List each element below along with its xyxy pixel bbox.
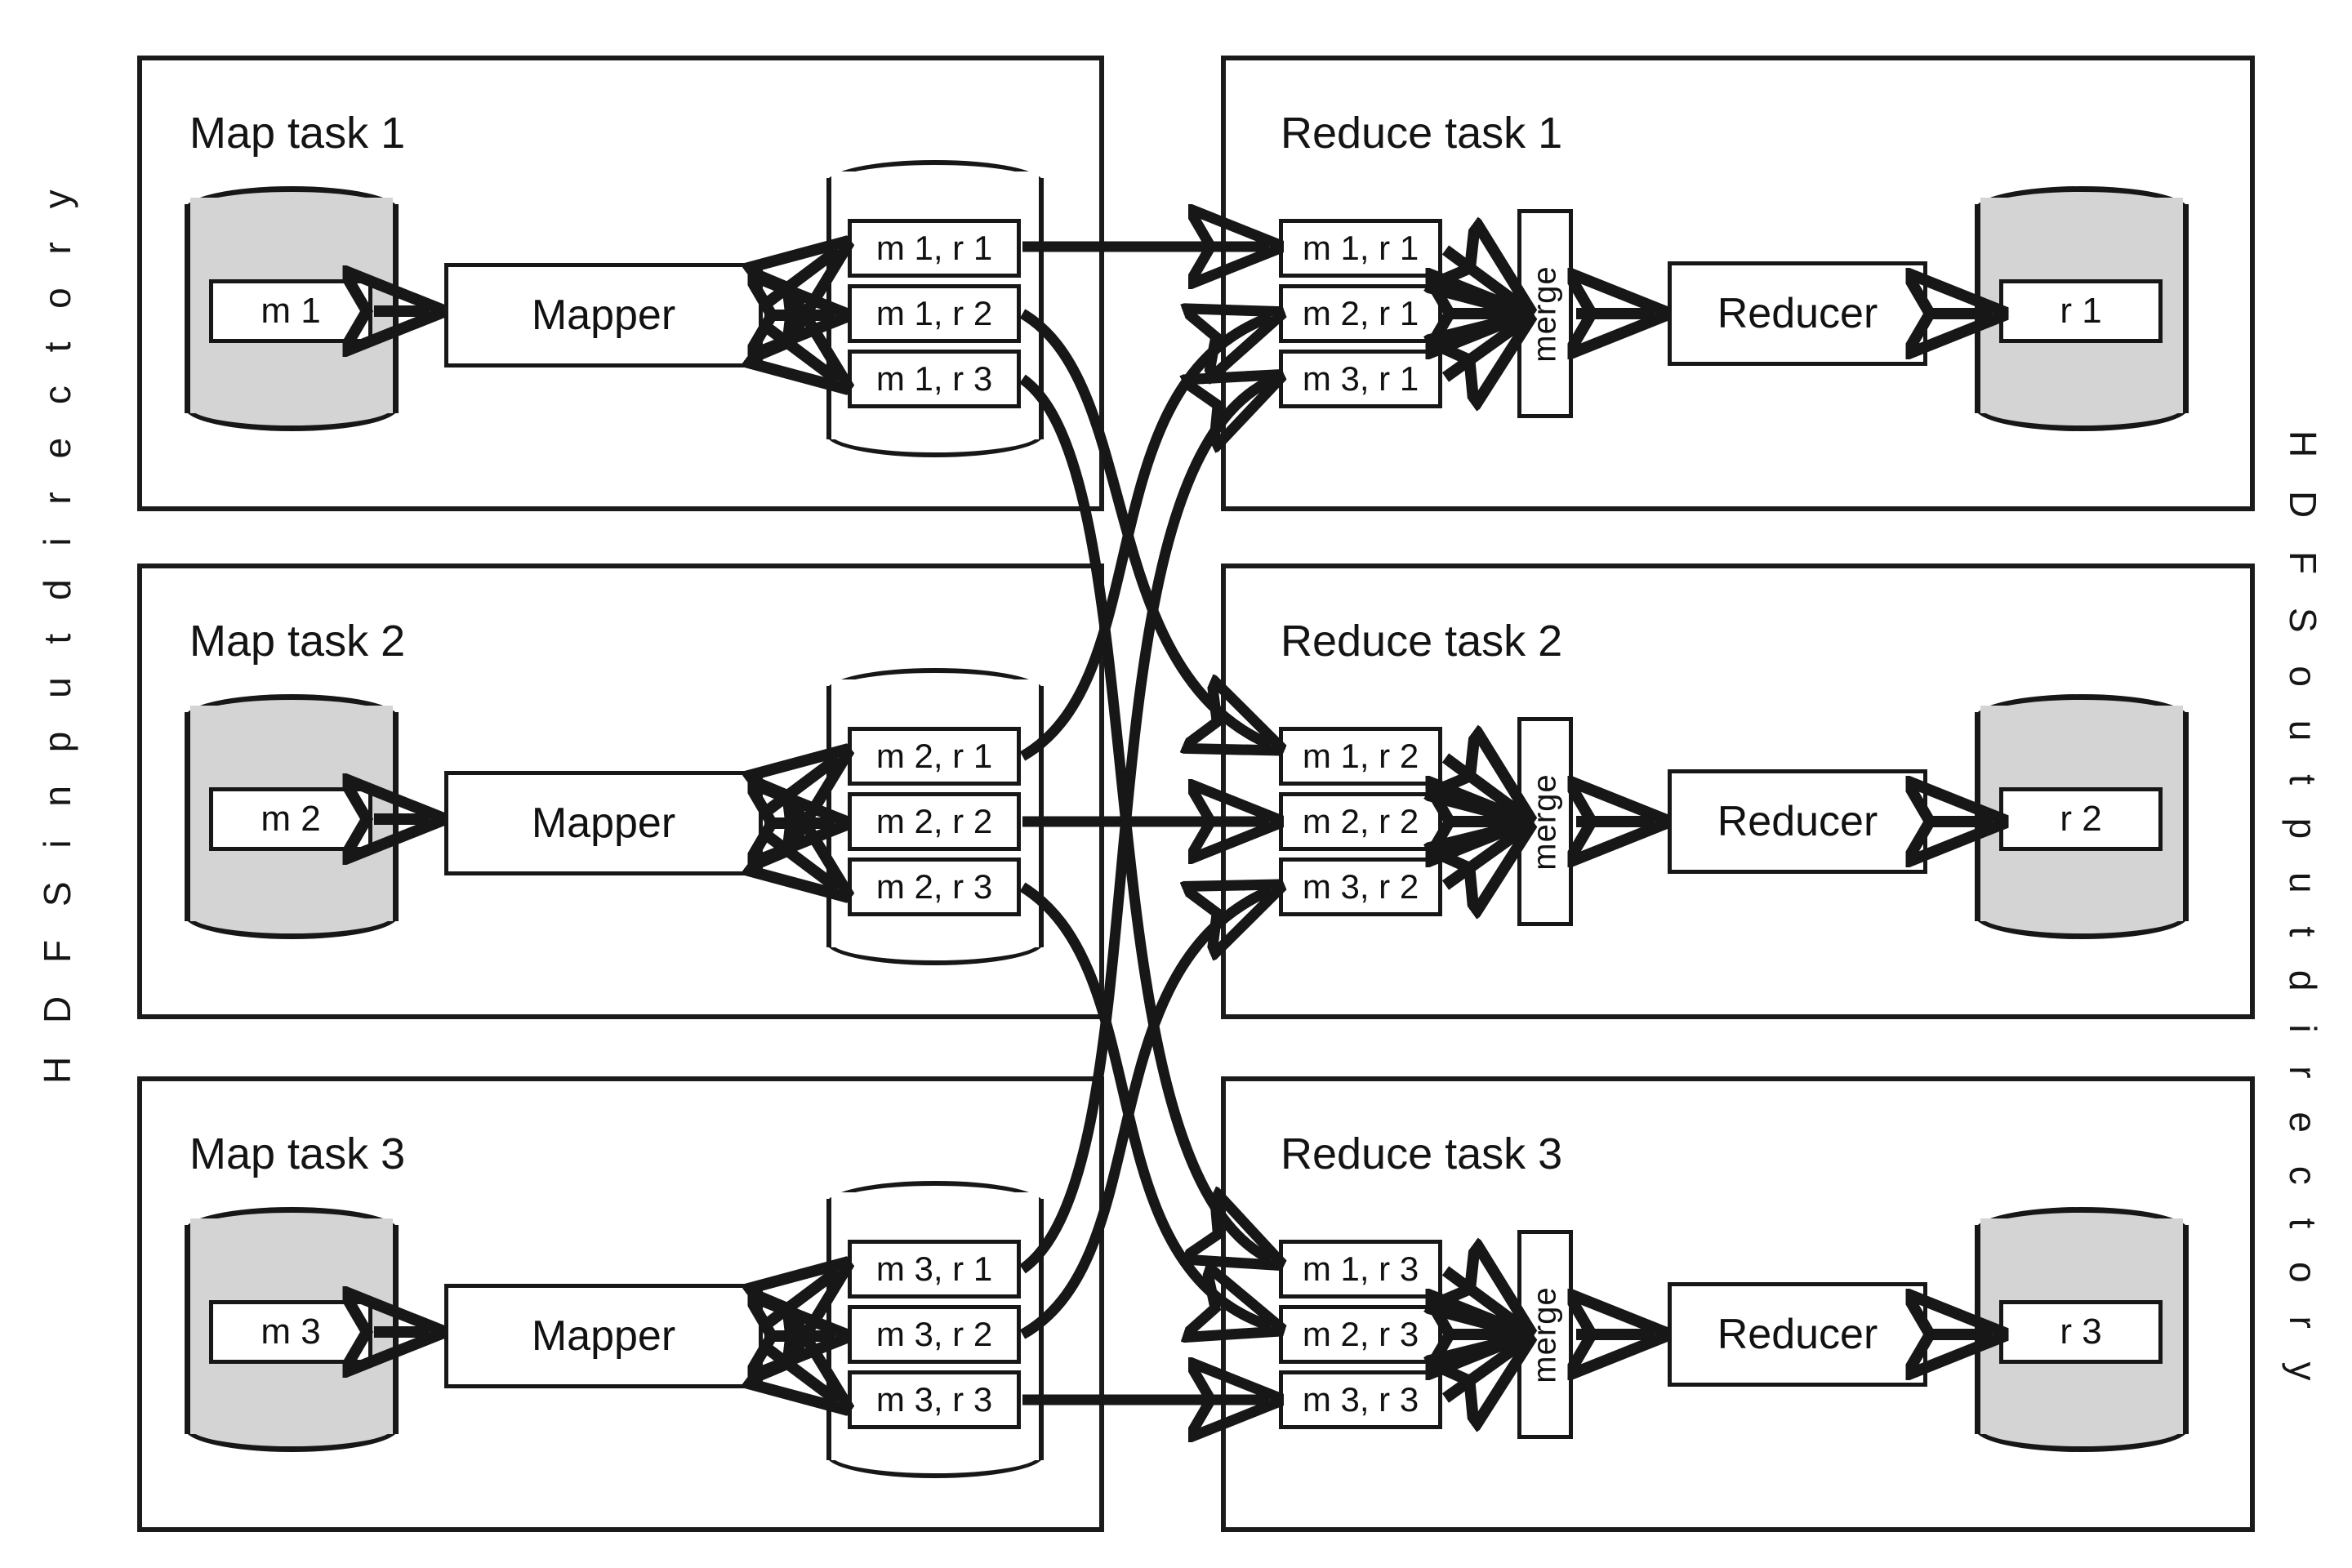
merge-box-3: merge — [1517, 1230, 1573, 1439]
reduce-input-1-m2: m 2, r 1 — [1279, 284, 1442, 343]
merge-box-1: merge — [1517, 209, 1573, 418]
reduce-input-1-m1: m 1, r 1 — [1279, 219, 1442, 278]
map-partition-1-r2: m 1, r 2 — [848, 284, 1021, 343]
map-partition-2-r1: m 2, r 1 — [848, 727, 1021, 786]
merge-label: merge — [1526, 1285, 1563, 1383]
reduce-input-3-m3: m 3, r 3 — [1279, 1370, 1442, 1429]
mapper-box-1: Mapper — [444, 263, 763, 368]
hdfs-output-directory-label: H D F S o u t p u t d i r e c t o r y — [2282, 430, 2324, 1392]
reduce-input-3-m1: m 1, r 3 — [1279, 1240, 1442, 1298]
merge-label: merge — [1526, 265, 1563, 363]
reduce-input-3-m2: m 2, r 3 — [1279, 1305, 1442, 1364]
merge-label: merge — [1526, 773, 1563, 871]
mapper-box-2: Mapper — [444, 771, 763, 875]
output-block-1: r 1 — [1999, 279, 2163, 343]
reduce-input-2-m1: m 1, r 2 — [1279, 727, 1442, 786]
map-task-2-title: Map task 2 — [189, 617, 406, 666]
map-partition-2-r2: m 2, r 2 — [848, 792, 1021, 851]
map-partition-3-r3: m 3, r 3 — [848, 1370, 1021, 1429]
map-task-3-title: Map task 3 — [189, 1129, 406, 1178]
map-task-1-title: Map task 1 — [189, 109, 406, 158]
input-split-block-2: m 2 — [209, 787, 372, 851]
merge-box-2: merge — [1517, 717, 1573, 926]
map-partition-3-r2: m 3, r 2 — [848, 1305, 1021, 1364]
input-split-block-1: m 1 — [209, 279, 372, 343]
output-block-2: r 2 — [1999, 787, 2163, 851]
reduce-input-2-m2: m 2, r 2 — [1279, 792, 1442, 851]
reduce-input-2-m3: m 3, r 2 — [1279, 858, 1442, 916]
mapper-box-3: Mapper — [444, 1284, 763, 1388]
reducer-box-1: Reducer — [1668, 261, 1927, 366]
reduce-task-2-title: Reduce task 2 — [1281, 617, 1563, 666]
reducer-box-2: Reducer — [1668, 769, 1927, 874]
reduce-task-1-title: Reduce task 1 — [1281, 109, 1563, 158]
map-partition-1-r3: m 1, r 3 — [848, 350, 1021, 408]
map-task-1-panel — [137, 56, 1104, 511]
map-partition-2-r3: m 2, r 3 — [848, 858, 1021, 916]
map-partition-1-r1: m 1, r 1 — [848, 219, 1021, 278]
input-split-block-3: m 3 — [209, 1300, 372, 1364]
reduce-input-1-m3: m 3, r 1 — [1279, 350, 1442, 408]
map-partition-3-r1: m 3, r 1 — [848, 1240, 1021, 1298]
output-block-3: r 3 — [1999, 1300, 2163, 1364]
reduce-task-3-title: Reduce task 3 — [1281, 1129, 1563, 1178]
hdfs-input-directory-label: H D F S i n p u t d i r e c t o r y — [36, 178, 78, 1084]
reducer-box-3: Reducer — [1668, 1282, 1927, 1387]
